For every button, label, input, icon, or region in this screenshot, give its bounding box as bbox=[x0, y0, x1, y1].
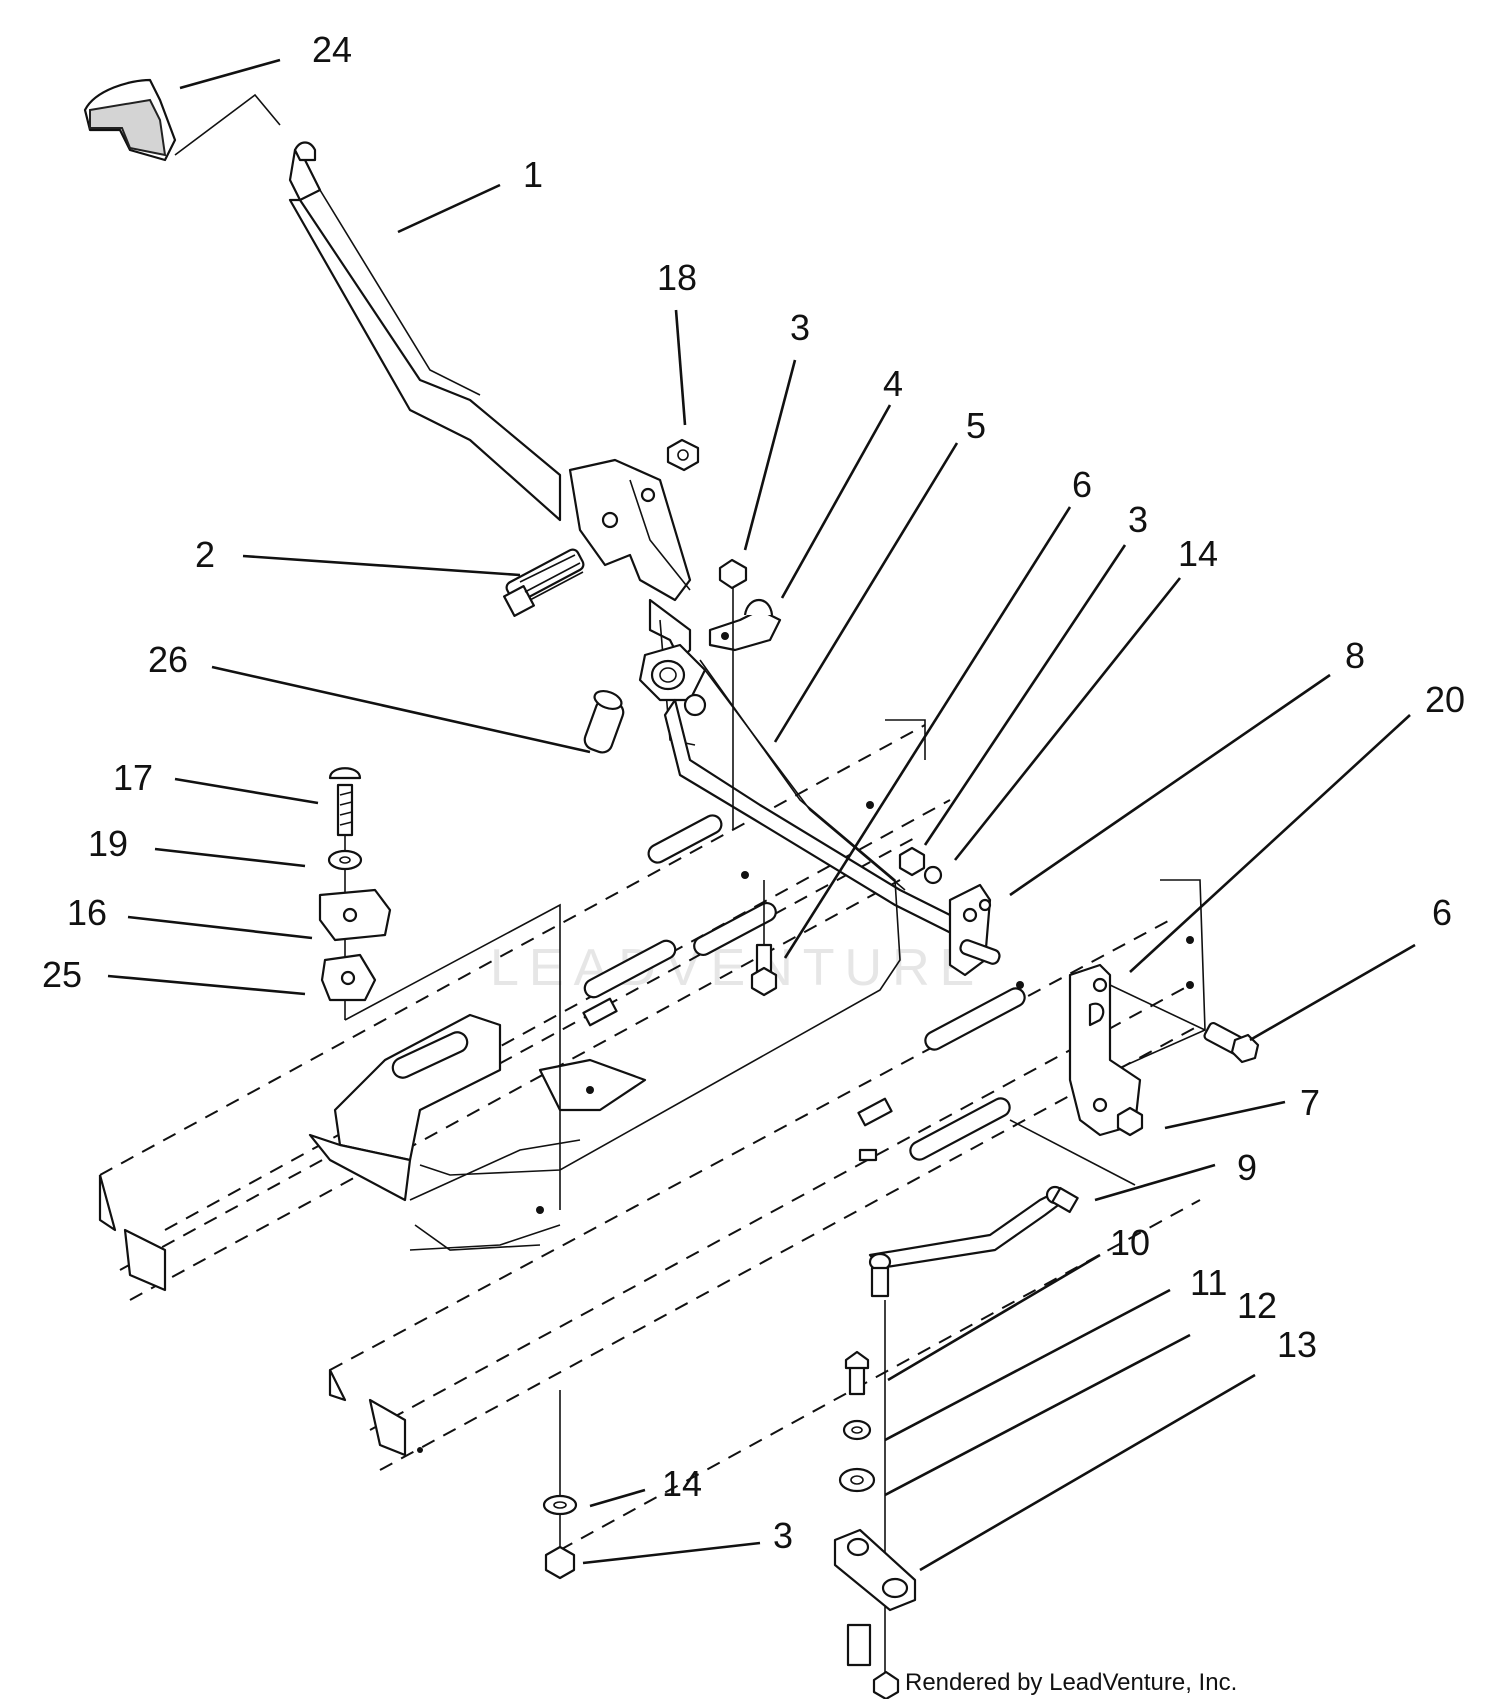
shift-rod bbox=[419, 659, 972, 1176]
leader-lines bbox=[107, 58, 1416, 1572]
callout-7: 7 bbox=[1300, 1082, 1320, 1123]
callout-3a: 3 bbox=[790, 307, 810, 348]
callout-13: 13 bbox=[1277, 1324, 1317, 1365]
nut-18 bbox=[666, 438, 700, 472]
callout-1: 1 bbox=[523, 154, 543, 195]
front-bracket bbox=[308, 1013, 647, 1251]
callout-6a: 6 bbox=[1072, 464, 1092, 505]
shoulder-bolt bbox=[503, 548, 585, 617]
credit-text: Rendered by LeadVenture, Inc. bbox=[905, 1669, 1237, 1696]
callout-4: 4 bbox=[883, 363, 903, 404]
callout-24: 24 bbox=[312, 29, 352, 70]
callout-3b: 3 bbox=[1128, 499, 1148, 540]
hardware-stack-left bbox=[542, 1390, 578, 1580]
callout-2: 2 bbox=[195, 534, 215, 575]
callout-14b: 14 bbox=[662, 1463, 702, 1504]
shift-plate bbox=[568, 458, 692, 602]
callout-16: 16 bbox=[67, 892, 107, 933]
nut-7 bbox=[1116, 1106, 1144, 1137]
frame-rails bbox=[98, 719, 1206, 1551]
callout-20: 20 bbox=[1425, 679, 1465, 720]
hardware-stack-right bbox=[833, 1300, 917, 1699]
shift-lever bbox=[288, 141, 562, 522]
callout-12: 12 bbox=[1237, 1285, 1277, 1326]
callout-9: 9 bbox=[1237, 1147, 1257, 1188]
callout-26: 26 bbox=[148, 639, 188, 680]
divider-line bbox=[344, 903, 561, 1210]
seat-bolt-stack bbox=[318, 767, 392, 1020]
callout-19: 19 bbox=[88, 823, 128, 864]
watermark-text: LEADVENTURE bbox=[490, 939, 984, 997]
frame-slots bbox=[582, 814, 1026, 1162]
callout-10: 10 bbox=[1110, 1222, 1150, 1263]
clip-4 bbox=[708, 598, 782, 652]
callout-18: 18 bbox=[657, 257, 697, 298]
callout-3c: 3 bbox=[773, 1515, 793, 1556]
bolt-6a bbox=[750, 880, 778, 997]
callout-17: 17 bbox=[113, 757, 153, 798]
pivot-bushing bbox=[583, 643, 707, 754]
callout-14a: 14 bbox=[1178, 533, 1218, 574]
callout-6b: 6 bbox=[1432, 892, 1452, 933]
shift-knob bbox=[83, 78, 281, 162]
bolt-6b bbox=[1109, 984, 1260, 1064]
arm-bracket-8 bbox=[898, 846, 1001, 977]
callout-5: 5 bbox=[966, 405, 986, 446]
callout-25: 25 bbox=[42, 954, 82, 995]
callout-11: 11 bbox=[1190, 1262, 1227, 1303]
callout-8: 8 bbox=[1345, 635, 1365, 676]
nut-3a bbox=[718, 558, 748, 830]
bracket-20 bbox=[1068, 963, 1142, 1137]
callouts: 24 1 18 3 4 5 6 3 14 2 26 8 20 17 19 16 … bbox=[42, 29, 1465, 1556]
linkage-rod-9 bbox=[868, 1185, 1079, 1298]
